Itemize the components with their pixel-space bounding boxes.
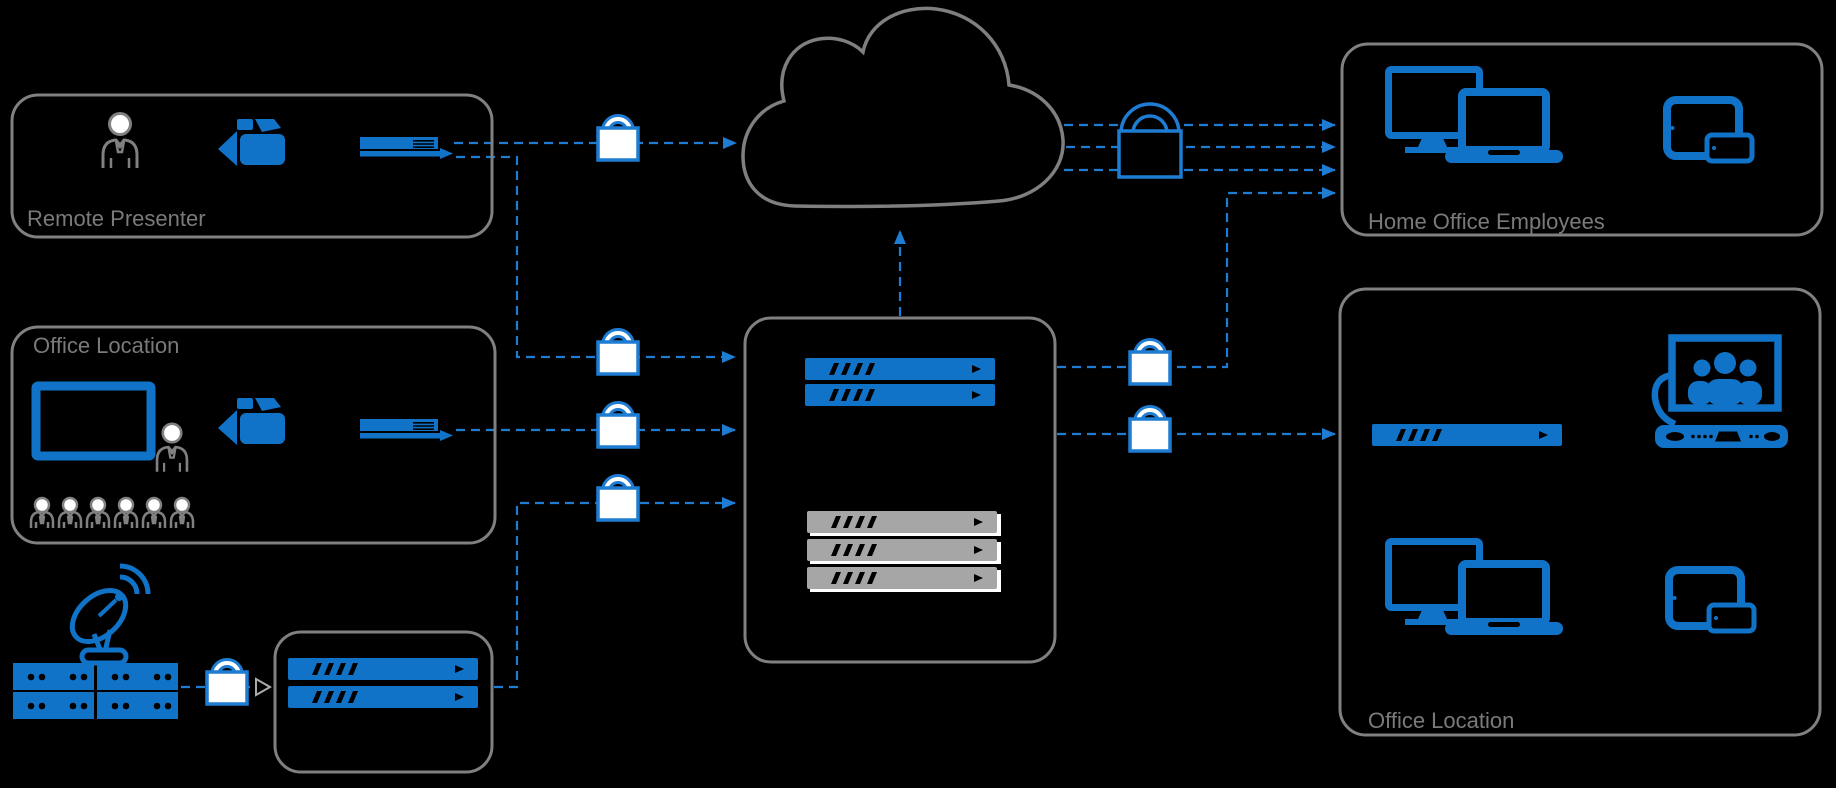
office-location-right-box <box>1338 287 1822 737</box>
encoder-icon <box>360 419 453 441</box>
tablet-phone-icon <box>1669 570 1754 631</box>
video-camera-icon <box>218 119 285 166</box>
lock-icon-servers-office <box>1130 410 1170 451</box>
server-bar-icon <box>288 686 478 708</box>
presenter-person-icon <box>101 112 139 170</box>
audience-person-icon <box>113 496 139 530</box>
home-office-employees-label: Home Office Employees <box>1368 209 1605 234</box>
audience-person-icon <box>141 496 167 530</box>
video-conference-icon <box>1651 334 1788 448</box>
connector-ingest-to-servers <box>494 497 736 689</box>
tablet-phone-icon <box>1667 100 1752 161</box>
office-location-left-box <box>10 325 497 545</box>
server-bar-icon <box>807 567 997 589</box>
big-lock-icon <box>1117 102 1183 179</box>
server-bar-icon <box>805 384 995 406</box>
encoder-icon <box>360 137 453 159</box>
audience-person-icon <box>57 496 83 530</box>
remote-presenter-box <box>10 93 494 239</box>
audience-person-icon <box>85 496 111 530</box>
display-icon <box>31 381 156 461</box>
audience-icons <box>29 496 195 530</box>
home-office-box <box>1340 42 1824 237</box>
audience-person-icon <box>29 496 55 530</box>
server-bar-icon <box>288 658 478 680</box>
connector-servers-to-home <box>1057 187 1336 369</box>
server-bar-icon <box>1372 424 1562 446</box>
presenter-person-icon <box>155 422 189 474</box>
lock-icon-servers-home <box>1130 343 1170 384</box>
desktop-laptop-icon <box>1389 542 1564 636</box>
server-bar-icon <box>805 358 995 380</box>
lock-icon-presenter-servers <box>598 333 638 374</box>
connector-presenter-to-servers <box>456 155 736 363</box>
office-location-right-label: Office Location <box>1368 708 1515 733</box>
lock-icon-satellite-ingest <box>207 663 247 704</box>
desktop-laptop-icon <box>1389 70 1564 164</box>
lock-icon-office-servers <box>598 406 638 447</box>
remote-presenter-label: Remote Presenter <box>27 206 206 231</box>
standby-server-group <box>807 511 1001 592</box>
audience-person-icon <box>169 496 195 530</box>
cloud-icon <box>741 6 1065 209</box>
ingest-server-box <box>273 630 494 774</box>
server-rack-icon <box>13 663 178 719</box>
lock-icon-presenter-cloud <box>598 119 638 160</box>
media-server-box <box>743 316 1057 664</box>
office-location-left-label: Office Location <box>33 333 180 358</box>
lock-icon-ingest-servers <box>598 479 638 520</box>
server-bar-icon <box>807 511 997 533</box>
server-bar-icon <box>807 539 997 561</box>
satellite-dish-icon <box>69 563 151 666</box>
feed-arrow-icon <box>255 677 273 697</box>
video-camera-icon <box>218 398 285 445</box>
